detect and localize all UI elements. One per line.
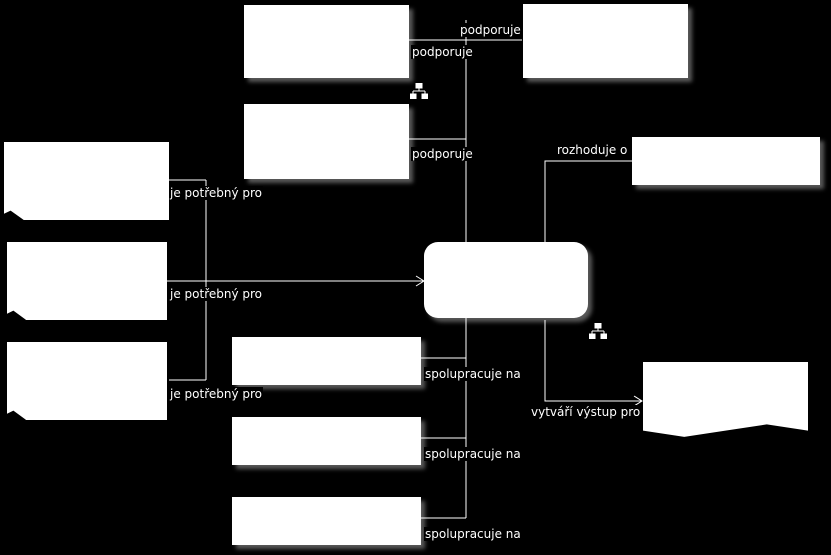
edge-label-collaborates-1: spolupracuje na: [424, 367, 522, 381]
collaborator-node-1[interactable]: [232, 337, 421, 385]
edge-label-output: vytváří výstup pro: [530, 405, 642, 419]
collaborator-node-3[interactable]: [232, 497, 421, 545]
central-node[interactable]: [424, 242, 588, 318]
hierarchy-icon: [410, 83, 428, 99]
support-node-right[interactable]: [523, 4, 688, 78]
decision-node[interactable]: [632, 137, 820, 185]
support-node-2[interactable]: [244, 104, 409, 179]
connector-output: [544, 320, 642, 402]
edge-label-supports-right: podporuje: [459, 23, 522, 37]
hierarchy-icon: [589, 323, 607, 339]
connector-decides: [544, 160, 632, 242]
output-document-node[interactable]: [643, 362, 808, 437]
edge-label-collaborates-3: spolupracuje na: [424, 527, 522, 541]
edge-label-needed-3: je potřebný pro: [169, 387, 264, 401]
edge-label-supports-1: podporuje: [411, 45, 474, 59]
stakeholder-node-1[interactable]: [4, 142, 169, 220]
arrow-head-output: [633, 395, 643, 407]
edge-label-decides: rozhoduje o: [556, 143, 629, 157]
stakeholder-node-2[interactable]: [7, 242, 167, 320]
collaborator-node-2[interactable]: [232, 417, 421, 465]
support-node-1[interactable]: [244, 5, 409, 78]
edge-label-collaborates-2: spolupracuje na: [424, 447, 522, 461]
edge-label-needed-2: je potřebný pro: [169, 287, 264, 301]
edge-label-supports-2: podporuje: [411, 147, 474, 161]
edge-label-needed-1: je potřebný pro: [169, 186, 264, 200]
stakeholder-node-3[interactable]: [7, 342, 167, 420]
